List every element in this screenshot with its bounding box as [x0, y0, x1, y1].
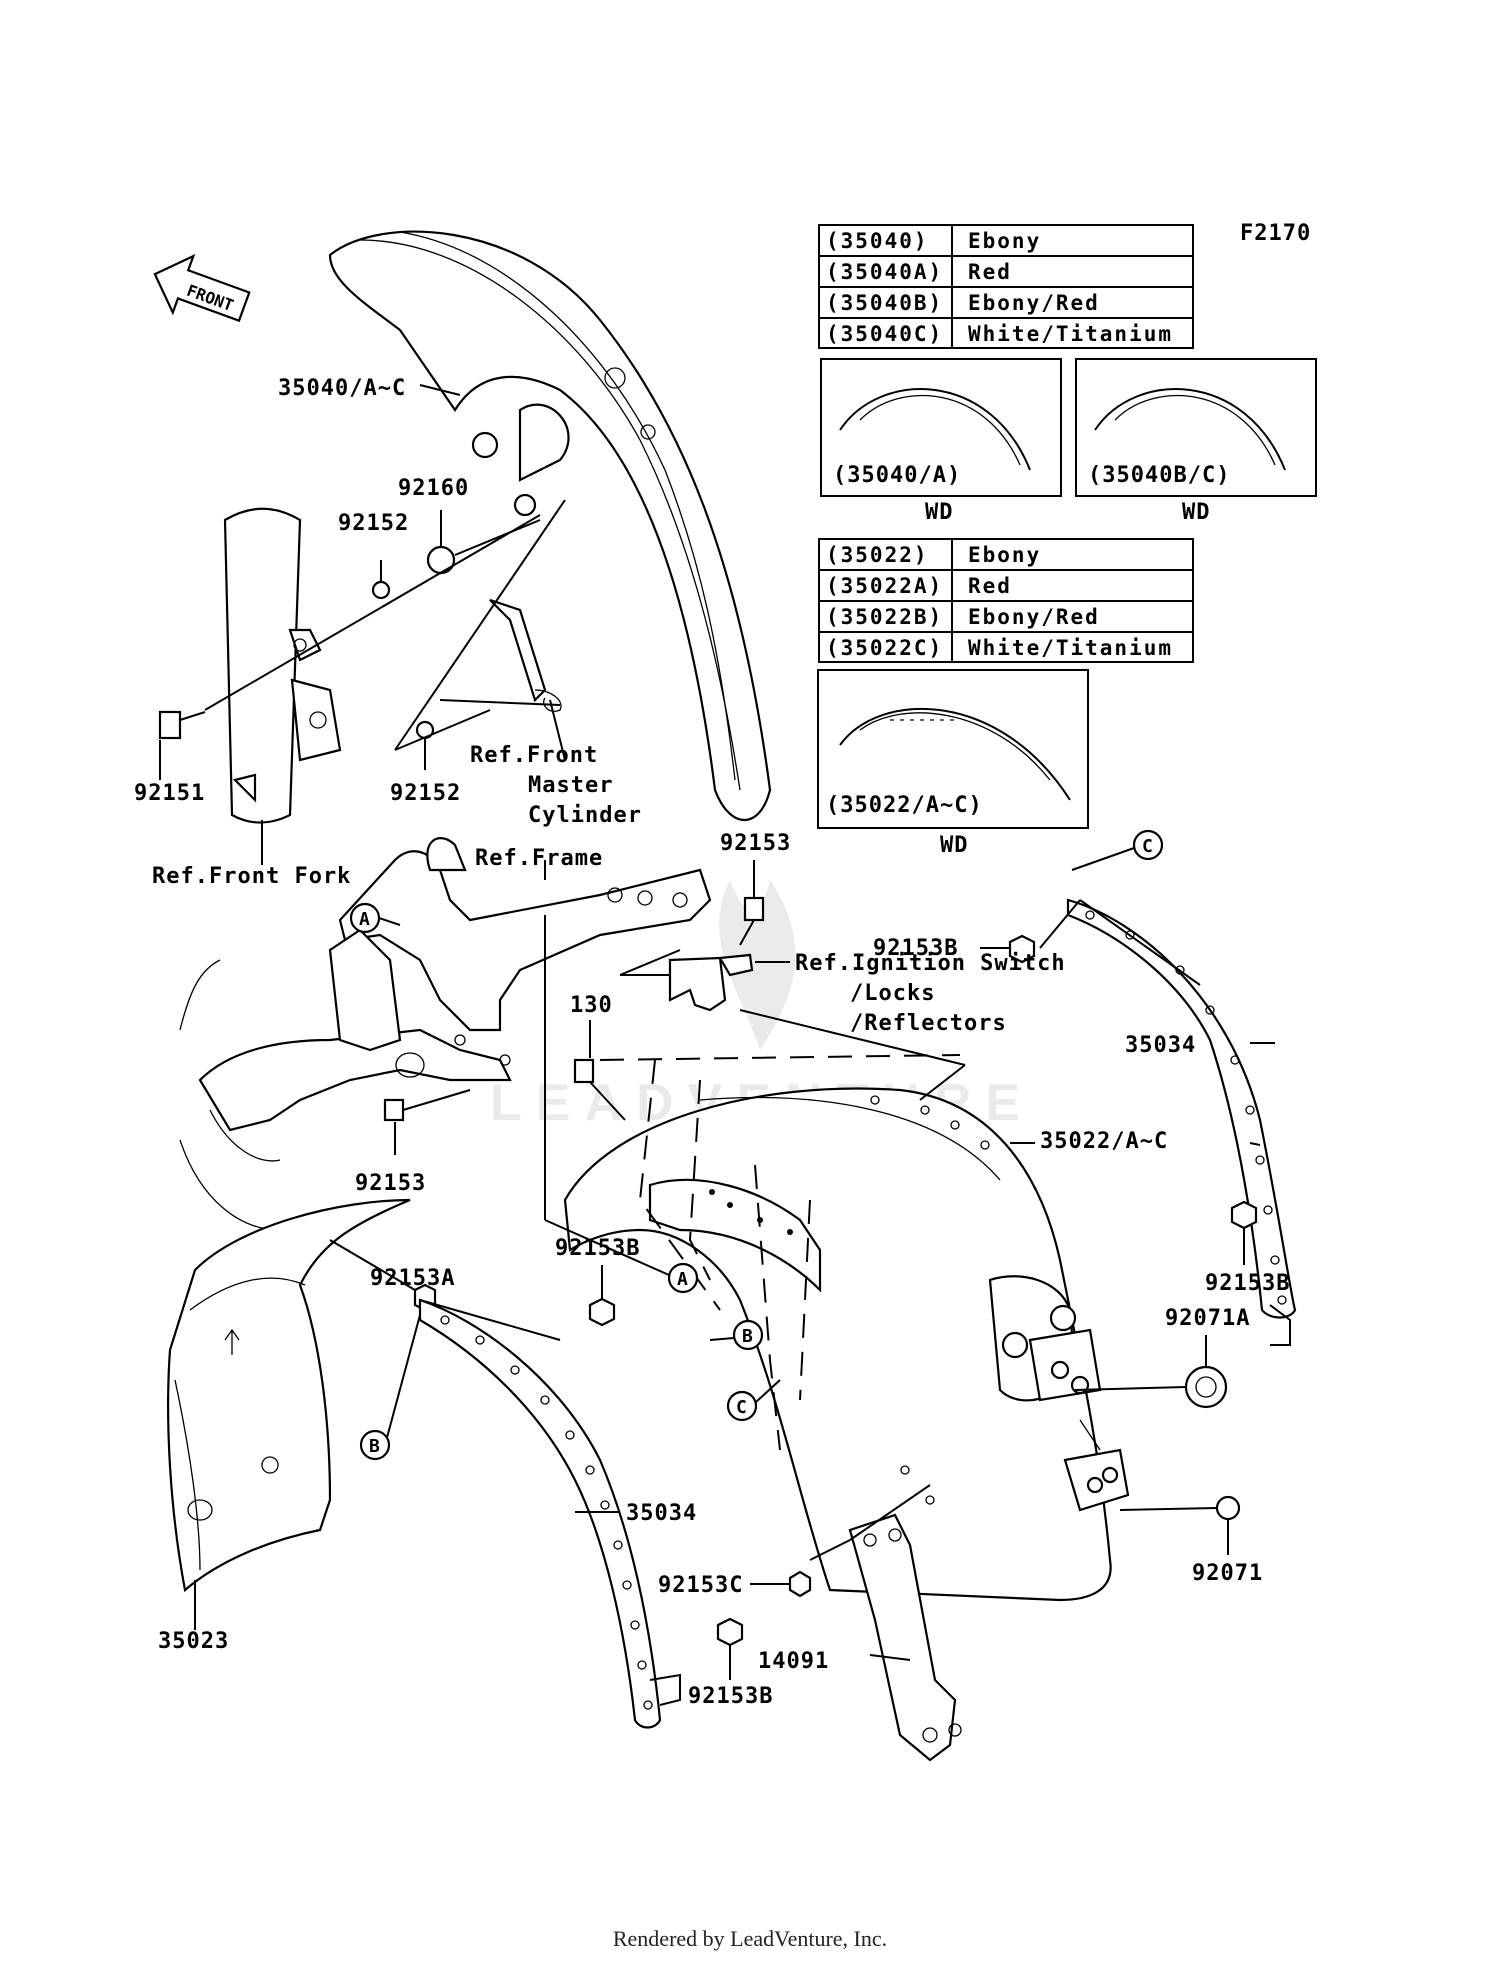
callout-92153c: 92153C	[658, 1573, 743, 1598]
marker-a: A	[359, 909, 370, 930]
callout-92152: 92152	[390, 781, 461, 806]
spacer-92160	[426, 545, 456, 575]
front-fork	[223, 507, 342, 865]
callout-35040: 35040/A~C	[278, 376, 406, 401]
callout-92153b: 92153B	[873, 936, 958, 961]
grommets	[1074, 1335, 1241, 1555]
nut-92153b-right	[1230, 1200, 1258, 1230]
callout-35022: 35022/A~C	[1040, 1129, 1168, 1154]
table-color: Red	[968, 260, 1012, 284]
marker-c: C	[736, 1397, 747, 1418]
callout-92151: 92151	[134, 781, 205, 806]
callout-35034: 35034	[626, 1501, 697, 1526]
table-color: Ebony	[968, 229, 1041, 253]
callout-92153b: 92153B	[688, 1684, 773, 1709]
table-code: (35040B)	[826, 291, 943, 315]
inset-label: (35040/A)	[833, 463, 961, 488]
bracket-14091	[750, 1484, 962, 1762]
inset-rear-fender: (35022/A~C) WD	[817, 669, 1089, 858]
callout-92153: 92153	[355, 1171, 426, 1196]
ignition-bracket	[619, 896, 790, 1012]
inner-fender	[167, 1198, 437, 1630]
callout-ref-frame: Ref.Frame	[475, 846, 603, 871]
table-color: Ebony	[968, 543, 1041, 567]
marker-a: A	[677, 1269, 688, 1290]
footer-credit: Rendered by LeadVenture, Inc.	[612, 1926, 888, 1951]
callout-ref-master: Ref.Front	[470, 743, 598, 768]
reference-markers: A C A B C B	[349, 829, 1164, 1461]
bolt-92153-left	[383, 1089, 471, 1155]
inset-front-fender-b: (35040B/C) WD	[1075, 358, 1317, 525]
callout-ref-fork: Ref.Front Fork	[152, 864, 351, 889]
dashed-guides	[599, 1009, 966, 1451]
marker-b: B	[742, 1326, 753, 1347]
bolt-92153-top	[743, 896, 765, 922]
nut-92153b-mid	[588, 1297, 616, 1327]
callout-ref-master: Cylinder	[528, 803, 642, 828]
callout-ref-ignition: Ref.Ignition Switch	[795, 951, 1066, 976]
inset-label: (35022/A~C)	[826, 793, 983, 818]
callout-92153: 92153	[720, 831, 791, 856]
table-color: Red	[968, 574, 1012, 598]
callout-35034: 35034	[1125, 1033, 1196, 1058]
table-color: Ebony/Red	[968, 605, 1100, 629]
callout-92160: 92160	[398, 476, 469, 501]
color-table-front: (35040) Ebony (35040A) Red (35040B) Ebon…	[818, 224, 1194, 349]
inset-caption: WD	[940, 833, 969, 858]
washer-92152	[371, 580, 391, 600]
table-color: White/Titanium	[968, 322, 1173, 346]
arrow-icon	[153, 254, 251, 323]
inset-front-fender-a: (35040/A) WD	[820, 358, 1062, 525]
rear-strut-left	[384, 1265, 744, 1729]
front-leader-lines	[159, 384, 566, 780]
callout-92153b: 92153B	[1205, 1271, 1290, 1296]
nut-92153c	[788, 1570, 812, 1598]
grommet-92071a	[1184, 1365, 1228, 1409]
inset-caption: WD	[1182, 500, 1211, 525]
callout-14091: 14091	[758, 1649, 829, 1674]
table-color: White/Titanium	[968, 636, 1173, 660]
table-code: (35040)	[826, 229, 929, 253]
marker-b: B	[369, 1436, 380, 1457]
marker-c: C	[1142, 836, 1153, 857]
nut-92153b-bottom	[716, 1617, 744, 1647]
inset-label: (35040B/C)	[1088, 463, 1230, 488]
callout-92153a: 92153A	[370, 1266, 455, 1291]
master-cylinder-clamp	[489, 598, 547, 703]
callout-ref-ignition: /Reflectors	[850, 1011, 1007, 1036]
table-code: (35040C)	[826, 322, 943, 346]
table-code: (35022B)	[826, 605, 943, 629]
nut-92153b-top	[1008, 934, 1036, 964]
table-code: (35022C)	[826, 636, 943, 660]
inset-caption: WD	[925, 500, 954, 525]
callout-92153b: 92153B	[555, 1236, 640, 1261]
rear-strut-right	[980, 898, 1297, 1346]
callout-92071a: 92071A	[1165, 1306, 1250, 1331]
figure-code: F2170	[1240, 221, 1311, 246]
callout-ref-ignition: /Locks	[850, 981, 935, 1006]
color-table-rear: (35022) Ebony (35022A) Red (35022B) Ebon…	[818, 538, 1194, 663]
nut-92071	[1215, 1495, 1241, 1521]
frame	[179, 837, 712, 1231]
part-callouts: 35040/A~C 92160 92152 92151 92152 Ref.Fr…	[134, 376, 1290, 1709]
rear-fender	[563, 1087, 1130, 1602]
front-fender	[328, 230, 772, 821]
table-color: Ebony/Red	[968, 291, 1100, 315]
callout-92071: 92071	[1192, 1561, 1263, 1586]
callout-ref-master: Master	[528, 773, 613, 798]
callout-92152: 92152	[338, 511, 409, 536]
callout-130: 130	[570, 993, 613, 1018]
bolt-92151	[158, 710, 182, 740]
callout-35023: 35023	[158, 1629, 229, 1654]
front-fasteners	[158, 545, 562, 740]
table-code: (35022)	[826, 543, 929, 567]
table-code: (35040A)	[826, 260, 943, 284]
bolt-130	[573, 1020, 626, 1121]
table-code: (35022A)	[826, 574, 943, 598]
front-direction-arrow: FRONT	[153, 254, 251, 323]
